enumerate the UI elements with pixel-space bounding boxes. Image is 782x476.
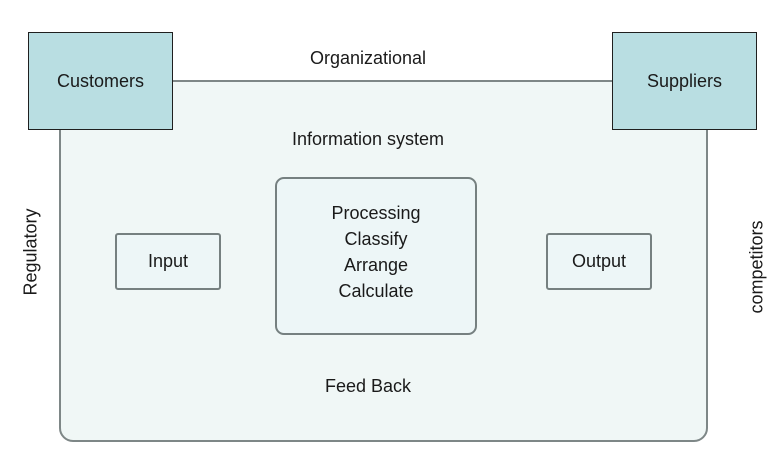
feedback-label: Feed Back — [324, 376, 412, 396]
processing-line-2: Classify — [344, 229, 408, 249]
processing-box: Processing Classify Arrange Calculate — [275, 177, 477, 335]
input-label: Input — [147, 251, 189, 271]
processing-line-4: Calculate — [338, 281, 414, 301]
processing-line-3: Arrange — [343, 255, 409, 275]
regulatory-label: Regulatory — [20, 208, 41, 296]
processing-line-1: Processing — [331, 203, 421, 223]
input-box: Input — [115, 233, 221, 290]
suppliers-box: Suppliers — [612, 32, 757, 130]
suppliers-label: Suppliers — [646, 70, 723, 91]
information-system-label: Information system — [291, 129, 445, 149]
output-label: Output — [571, 251, 627, 271]
customers-label: Customers — [56, 70, 145, 91]
output-box: Output — [546, 233, 652, 290]
customers-box: Customers — [28, 32, 173, 130]
competitors-label: competitors — [746, 220, 767, 314]
organizational-label: Organizational — [309, 48, 427, 68]
